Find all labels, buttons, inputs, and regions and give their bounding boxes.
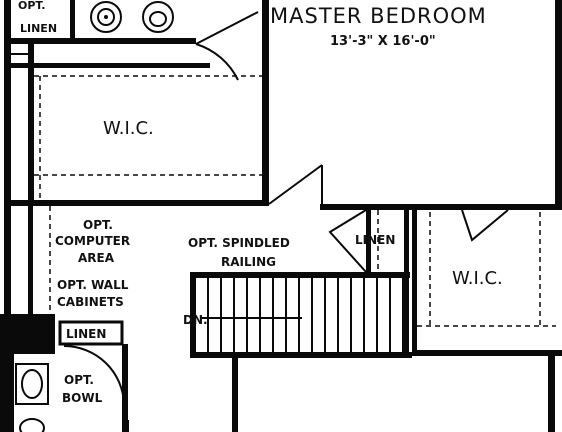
bowl-icon <box>15 363 49 405</box>
door-swing-master-bedroom <box>268 164 323 205</box>
stair-bottom-wall <box>190 352 412 358</box>
lower-left-wall <box>0 354 14 432</box>
lower-left-block <box>0 314 55 354</box>
wic-left-label: W.I.C. <box>103 118 154 139</box>
sink-left-icon <box>90 1 122 33</box>
stair-left-wall <box>190 272 196 358</box>
linen-partial-label: OPT. <box>18 0 45 12</box>
spindled-railing-line1: OPT. SPINDLED <box>188 236 290 250</box>
bowl-line2: BOWL <box>62 391 103 405</box>
wall-computer-left <box>4 206 11 314</box>
sink-right-icon <box>142 1 174 33</box>
wic-right-left-wall <box>412 206 417 356</box>
wall-computer-inner <box>28 206 33 314</box>
railing-top-wall <box>192 272 410 278</box>
door-swing-master-bath <box>195 11 259 81</box>
computer-area-line3: AREA <box>78 251 115 265</box>
master-bedroom-label: MASTER BEDROOM <box>270 4 487 28</box>
computer-area-line2: COMPUTER <box>55 234 130 248</box>
linen-bottom-box <box>58 320 124 346</box>
linen-mid-wall-left <box>366 206 371 276</box>
wall-cabinets-line2: CABINETS <box>57 295 124 309</box>
stairs-down-label: DN. <box>183 313 208 327</box>
wall-top-left-vertical <box>4 0 11 205</box>
master-bedroom-dimensions: 13'-3" X 16'-0" <box>330 34 436 49</box>
lower-door-wall <box>122 344 128 432</box>
wall-cabinets-line1: OPT. WALL <box>57 278 129 292</box>
wic-right-bottom-wall <box>412 350 562 356</box>
wall-wic-top <box>10 63 210 68</box>
wall-linen-divider <box>70 0 75 40</box>
linen-top-label: LINEN <box>20 22 57 35</box>
wall-master-right <box>555 0 562 210</box>
wall-corridor-upper <box>4 200 269 206</box>
lower-corridor-wall <box>232 358 238 432</box>
linen-mid-label: LINEN <box>355 233 395 247</box>
wic-right-label: W.I.C. <box>452 268 503 289</box>
computer-area-line1: OPT. <box>83 218 113 232</box>
door-swing-linen-mid <box>328 209 367 273</box>
stair-treads <box>207 278 404 352</box>
door-swing-wic-right <box>461 209 509 242</box>
spindled-railing-line2: RAILING <box>221 255 276 269</box>
toilet-icon <box>19 418 45 432</box>
wall-vanity-bottom <box>4 38 196 44</box>
wall-wic-left <box>28 44 34 204</box>
wall-master-left <box>262 0 269 204</box>
lower-right-wall <box>548 356 555 432</box>
linen-bottom-label: LINEN <box>66 327 106 341</box>
wall-bedroom-bottom <box>320 204 562 210</box>
bowl-line1: OPT. <box>64 373 94 387</box>
linen-mid-wall-right <box>404 206 409 356</box>
